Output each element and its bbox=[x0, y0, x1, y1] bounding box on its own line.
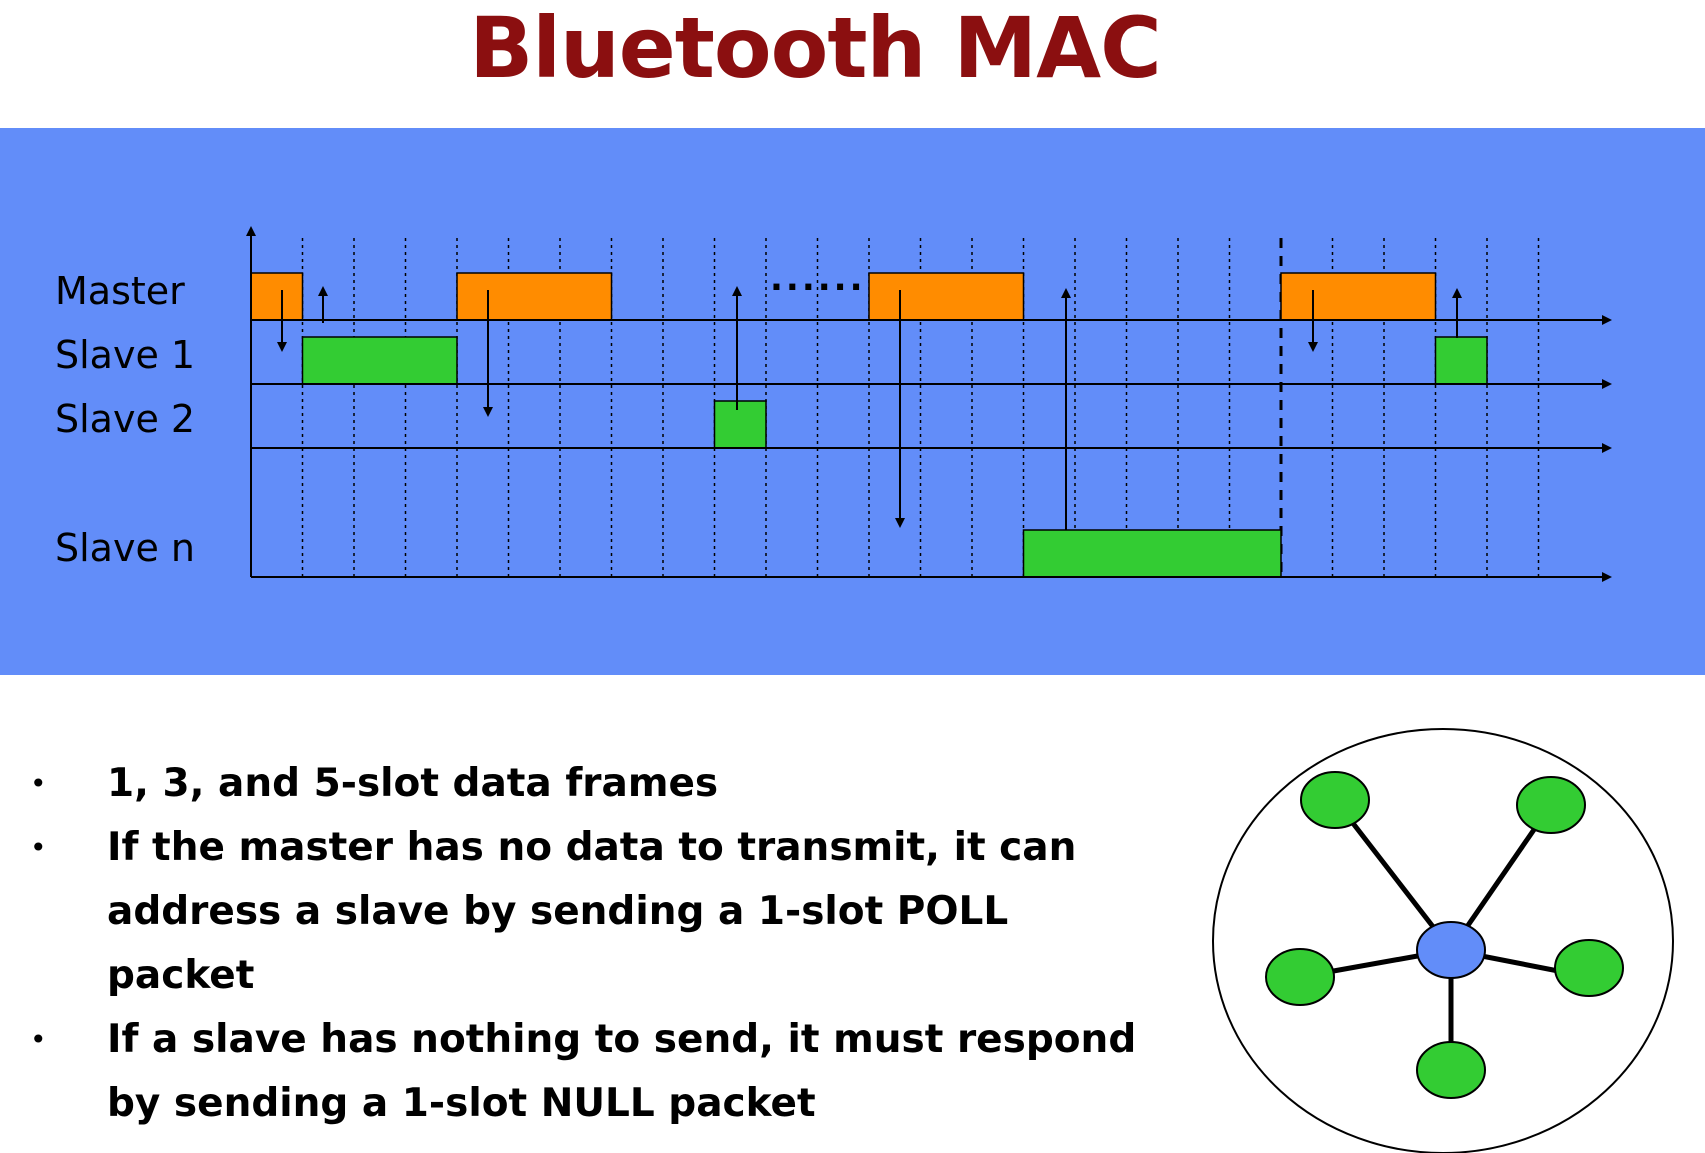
master-frame bbox=[456, 272, 613, 321]
row-label-slave-n: Slave n bbox=[55, 526, 195, 570]
slave-nodes bbox=[1265, 771, 1624, 1099]
bullet-list: • 1, 3, and 5-slot data frames • If the … bbox=[30, 752, 1180, 1136]
bullet-item: • If the master has no data to transmit,… bbox=[30, 816, 1180, 1008]
frames bbox=[250, 272, 1488, 578]
bullet-item: • If a slave has nothing to send, it mus… bbox=[30, 1008, 1180, 1136]
slave-node bbox=[1416, 1041, 1486, 1099]
row-label-master: Master bbox=[55, 269, 185, 313]
slave-frame bbox=[301, 336, 458, 385]
bullet-line: by sending a 1-slot NULL packet bbox=[107, 1081, 816, 1126]
timelines bbox=[246, 226, 1612, 582]
slave-frame bbox=[713, 400, 767, 449]
slave-node bbox=[1554, 939, 1624, 997]
slave-node bbox=[1265, 948, 1335, 1006]
bullet-line: If the master has no data to transmit, i… bbox=[107, 825, 1077, 870]
bullet-marker: • bbox=[30, 767, 47, 800]
slave-node bbox=[1300, 771, 1370, 829]
bullet-line: packet bbox=[107, 953, 255, 998]
transfer-arrows bbox=[277, 286, 1462, 530]
timing-diagram: Master Slave 1 Slave 2 Slave n ...... bbox=[55, 226, 1612, 582]
bullet-marker: • bbox=[30, 1023, 47, 1056]
master-node bbox=[1416, 921, 1486, 979]
slave-frame bbox=[1434, 336, 1488, 385]
link-line bbox=[1333, 798, 1453, 952]
slave-node bbox=[1516, 776, 1586, 834]
slave-frame bbox=[1022, 529, 1282, 578]
bullet-line: If a slave has nothing to send, it must … bbox=[107, 1017, 1137, 1062]
bullet-marker: • bbox=[30, 831, 47, 864]
bullet-line: address a slave by sending a 1-slot POLL bbox=[107, 889, 1009, 934]
bullet-line: 1, 3, and 5-slot data frames bbox=[107, 761, 719, 806]
master-frame bbox=[1280, 272, 1437, 321]
ellipsis: ...... bbox=[770, 259, 866, 299]
bullet-item: • 1, 3, and 5-slot data frames bbox=[30, 752, 1180, 816]
slide-title: Bluetooth MAC bbox=[469, 0, 1162, 97]
piconet-topology-diagram bbox=[1212, 728, 1674, 1153]
row-label-slave-1: Slave 1 bbox=[55, 333, 195, 377]
master-frame bbox=[868, 272, 1025, 321]
master-frame bbox=[250, 272, 304, 321]
timing-diagram-panel: Master Slave 1 Slave 2 Slave n ...... bbox=[0, 128, 1705, 675]
row-label-slave-2: Slave 2 bbox=[55, 397, 195, 441]
